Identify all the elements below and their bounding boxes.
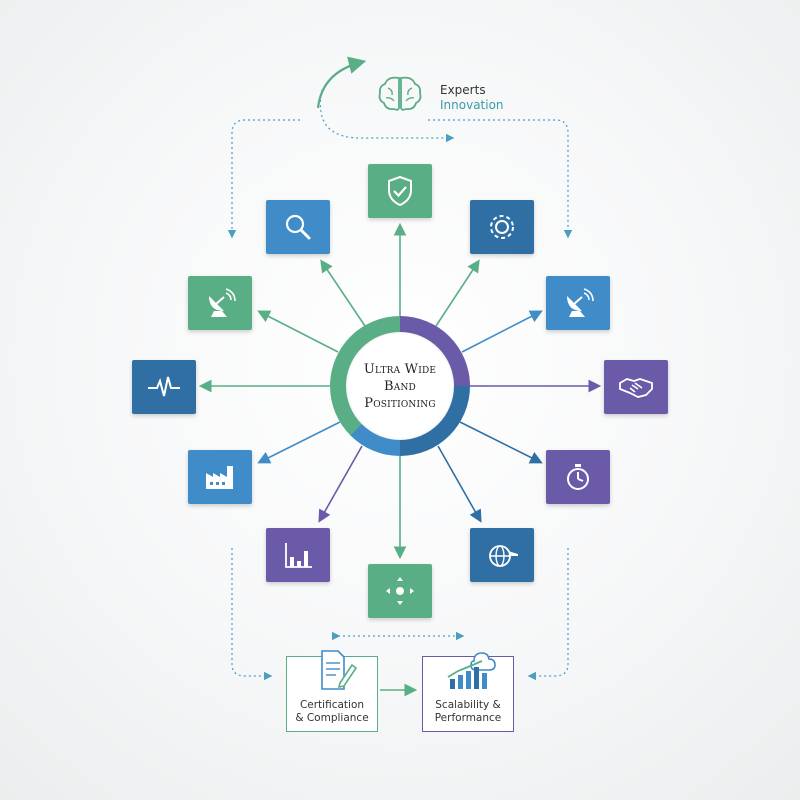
stopwatch-icon — [567, 464, 589, 490]
factory-box[interactable] — [188, 450, 252, 504]
factory-icon — [206, 466, 233, 489]
heartbeat-icon — [148, 376, 180, 397]
move-arrows-box[interactable] — [368, 564, 432, 618]
gear-icon — [490, 215, 514, 239]
move-arrows-icon — [386, 577, 414, 605]
spoke-bar-chart — [318, 445, 363, 523]
spoke-gear — [435, 259, 480, 327]
satellite-dish-left-box[interactable] — [188, 276, 252, 330]
central-hub: Ultra Wide Band Positioning — [330, 316, 470, 456]
hub-title-line-3: Positioning — [364, 395, 436, 411]
certification-card[interactable]: Certification & Compliance — [286, 650, 378, 732]
dashed-loop-bottom-left — [231, 548, 273, 681]
handshake-box[interactable] — [604, 360, 668, 414]
dashed-loop-bottom-right — [527, 548, 569, 681]
shield-check-icon — [388, 175, 412, 207]
hub-title-line-2: Band — [384, 378, 416, 394]
satellite-dish-icon — [567, 288, 594, 317]
satellite-dish-icon — [209, 288, 236, 317]
scalability-card[interactable]: Scalability & Performance — [422, 652, 514, 732]
hub-title-line-1: Ultra Wide — [363, 361, 437, 377]
certification-line-2: & Compliance — [295, 712, 369, 724]
dashed-curve-top — [319, 89, 455, 143]
spoke-factory — [257, 421, 341, 464]
spoke-globe — [437, 445, 482, 523]
scalability-line-2: Performance — [434, 712, 502, 724]
handshake-icon — [619, 378, 653, 398]
scalability-label: Scalability & Performance — [423, 699, 513, 725]
magnifier-box[interactable] — [266, 200, 330, 254]
cloud-chart-icon — [447, 652, 496, 689]
innovation-label: Innovation — [440, 98, 504, 112]
heartbeat-box[interactable] — [132, 360, 196, 414]
dashed-loop-top-left — [227, 119, 300, 239]
brain-icon — [378, 76, 422, 111]
top-curved-arrow — [316, 56, 367, 109]
magnifier-icon — [285, 214, 311, 240]
spoke-stopwatch — [459, 421, 543, 464]
globe-plane-icon — [489, 545, 518, 567]
stopwatch-box[interactable] — [546, 450, 610, 504]
globe-plane-box[interactable] — [470, 528, 534, 582]
spoke-search — [320, 259, 366, 327]
satellite-dish-right-box[interactable] — [546, 276, 610, 330]
shield-check-box[interactable] — [368, 164, 432, 218]
bar-chart-icon — [285, 543, 312, 568]
spoke-satellite-left — [257, 310, 339, 353]
gear-box[interactable] — [470, 200, 534, 254]
experts-label: Experts — [440, 83, 486, 97]
certification-line-1: Certification — [299, 699, 365, 711]
hub-label: Ultra Wide Band Positioning — [346, 332, 454, 440]
scalability-line-1: Scalability & — [435, 699, 501, 711]
document-pen-icon — [321, 650, 358, 690]
bar-chart-box[interactable] — [266, 528, 330, 582]
spoke-satellite-right — [461, 310, 543, 353]
certification-label: Certification & Compliance — [287, 699, 377, 725]
